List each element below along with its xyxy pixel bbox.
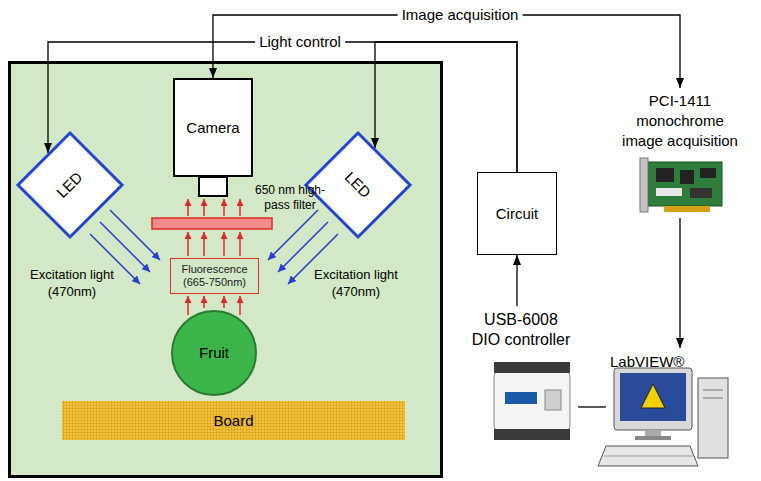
board-band: Board [62,401,405,440]
node-text: Fluorescence (665-750nm) [174,263,255,289]
excitation-ray [268,210,318,260]
annotation-label: 650 nm high-pass filter [247,183,333,213]
connector [516,255,517,306]
card-socket [656,188,682,196]
computer-picture [598,368,728,466]
fluorescence-ray [187,232,189,256]
edge-label: Light control [255,33,345,51]
high-pass-filter [152,218,272,229]
connector [578,406,606,407]
pci-card-node: PCI-1411 monochrome image acquisition [613,88,747,218]
keyboard [598,446,698,466]
software-icon [641,384,665,408]
node-text: USB-6008 DIO controller [468,310,574,350]
monitor-stand [645,430,661,436]
node-text: LabVIEW® [610,352,684,372]
monitor-base [635,436,671,440]
fluorescence-ray [187,296,189,315]
excitation-ray [278,222,328,272]
fruit-circle: Fruit [171,310,257,396]
edge-label: Image acquisition [398,6,523,24]
fluorescence-ray [239,296,241,315]
led-outline [18,133,122,237]
node-text: PCI-1411 monochrome image acquisition [616,91,744,151]
pci-card-picture [640,158,722,212]
fluorescence-rays [188,199,240,315]
connector [375,42,517,172]
node-text: Fruit [199,344,229,362]
chamber-enclosure [10,63,442,477]
monitor-screen [620,373,686,421]
device-badge [505,392,537,404]
fluorescence-ray [203,199,205,216]
fluorescence-ray [239,199,241,216]
fluorescence-ray [223,296,225,308]
annotation-label: Excitation light (470nm) [26,266,118,300]
drive-slot [703,398,723,399]
terminal-strip [494,362,570,373]
connector [213,15,680,88]
chip [656,168,674,182]
camera-box: Camera [173,78,253,177]
node-text: Board [213,412,253,430]
chip [690,188,712,198]
excitation-ray [100,222,150,272]
computer-tower [698,378,728,458]
fluorescence-ray [223,232,225,256]
card-bracket [640,158,648,212]
computer-node: LabVIEW® [606,348,735,472]
led-diamond: LED [16,131,124,239]
fluorescence-ray [239,232,241,256]
terminal-strip [494,429,570,440]
fluorescence-ray [187,199,189,216]
device-body [494,372,570,430]
camera-lens [199,177,227,196]
keyboard-keys [604,456,693,457]
excitation-ray [110,210,160,260]
fluorescence-ray [223,199,225,216]
node-text: Circuit [496,205,539,223]
fluorescence-ray [203,296,205,308]
connector [679,218,680,348]
usb-device-picture [494,362,570,440]
fluorescence-ray [203,232,205,256]
card-connector [664,206,710,212]
connector [48,42,517,172]
chip [700,168,716,178]
circuit-box: Circuit [477,172,557,255]
usb-port [545,390,561,410]
node-text: Camera [186,119,239,137]
annotation-label: Excitation light (470nm) [310,266,402,300]
fluorescence-box: Fluorescence (665-750nm) [170,258,259,294]
usb-device-node: USB-6008 DIO controller [464,306,578,442]
monitor [614,368,692,430]
drive-slot [703,390,723,391]
circuit-board [648,162,722,206]
chip [680,170,694,184]
